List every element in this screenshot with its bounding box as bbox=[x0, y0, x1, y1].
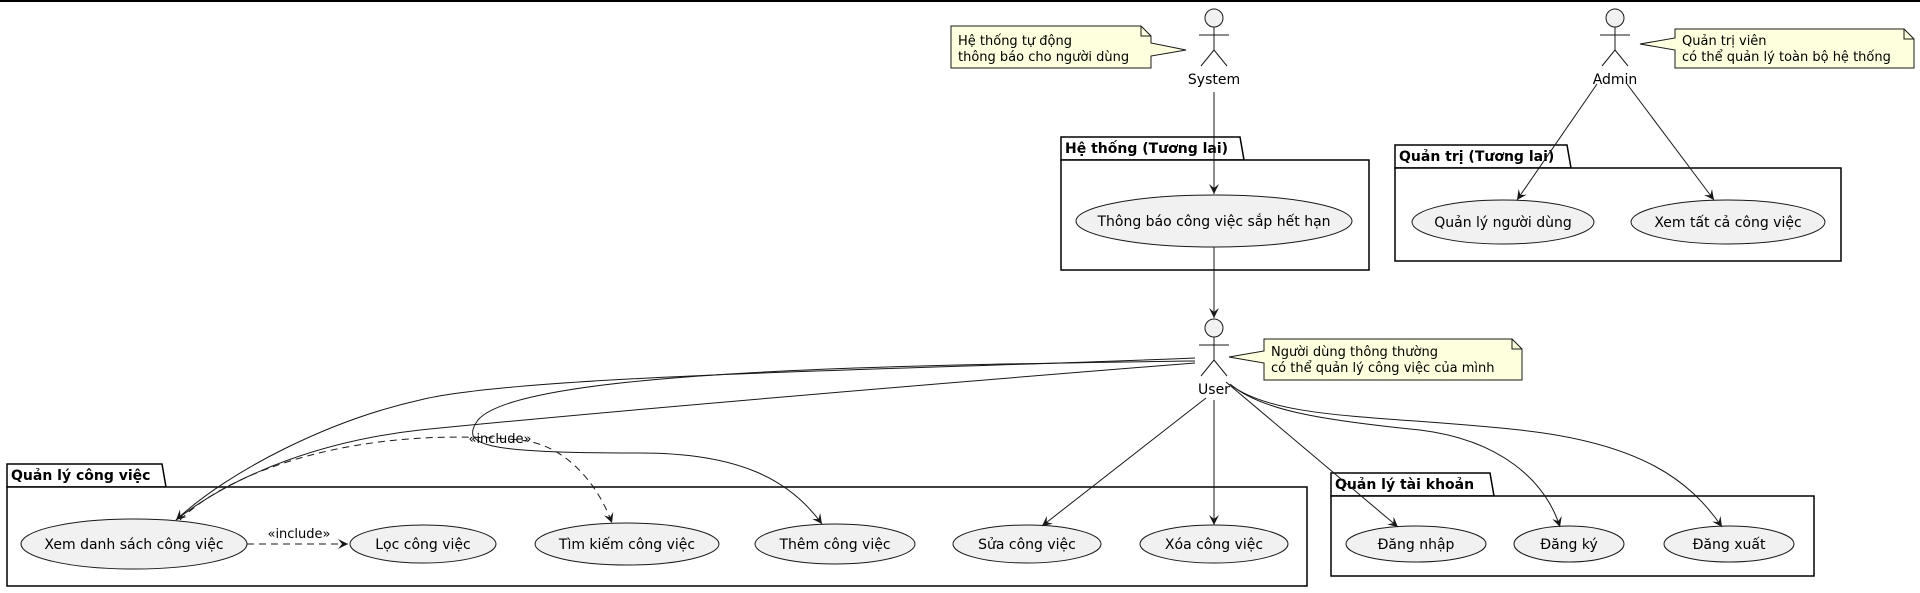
note-system: Hệ thống tự động thông báo cho người dùn… bbox=[950, 25, 1187, 69]
svg-text:thông báo cho người dùng: thông báo cho người dùng bbox=[958, 50, 1129, 65]
package-title: Hệ thống (Tương lai) bbox=[1065, 140, 1228, 157]
svg-text:Sửa công việc: Sửa công việc bbox=[978, 537, 1076, 553]
usecase-register: Đăng ký bbox=[1513, 525, 1625, 563]
usecase-filter-tasks: Lọc công việc bbox=[349, 524, 497, 564]
package-title: Quản trị (Tương lai) bbox=[1399, 149, 1554, 165]
actor-system bbox=[1199, 8, 1229, 67]
edge-user-edit-task bbox=[1041, 397, 1207, 527]
svg-text:có thể quản lý công việc của m: có thể quản lý công việc của mình bbox=[1271, 361, 1495, 376]
usecase-manage-users: Quản lý người dùng bbox=[1411, 199, 1595, 245]
svg-text:Người dùng thông thường: Người dùng thông thường bbox=[1271, 345, 1438, 360]
svg-text:Xóa công việc: Xóa công việc bbox=[1165, 537, 1263, 553]
svg-text:có thể quản lý toàn bộ hệ thốn: có thể quản lý toàn bộ hệ thống bbox=[1682, 50, 1891, 65]
svg-text:Tìm kiếm công việc: Tìm kiếm công việc bbox=[558, 536, 695, 553]
svg-text:Đăng xuất: Đăng xuất bbox=[1693, 537, 1766, 553]
usecase-edit-task: Sửa công việc bbox=[952, 524, 1102, 564]
edges bbox=[175, 83, 1723, 549]
edge-user-login bbox=[1225, 381, 1399, 528]
svg-text:Thông báo công việc sắp hết hạ: Thông báo công việc sắp hết hạn bbox=[1096, 213, 1330, 230]
actor-admin bbox=[1600, 8, 1630, 67]
svg-text:Quản lý người dùng: Quản lý người dùng bbox=[1434, 215, 1571, 231]
svg-text:Xem danh sách công việc: Xem danh sách công việc bbox=[44, 537, 223, 553]
svg-text:Lọc công việc: Lọc công việc bbox=[375, 537, 470, 553]
edge-user-view-list-2 bbox=[175, 362, 1196, 521]
edge-include-search bbox=[179, 436, 614, 524]
edge-user-add-task bbox=[472, 360, 1196, 525]
actor-admin-label: Admin bbox=[1593, 72, 1638, 88]
svg-text:Thêm công việc: Thêm công việc bbox=[778, 537, 890, 553]
svg-text:Xem tất cả công việc: Xem tất cả công việc bbox=[1654, 215, 1801, 231]
usecase-logout: Đăng xuất bbox=[1663, 525, 1795, 563]
package-title: Quản lý công việc bbox=[11, 468, 150, 484]
usecase-notify-deadline: Thông báo công việc sắp hết hạn bbox=[1075, 194, 1353, 248]
note-user: Người dùng thông thường có thể quản lý c… bbox=[1228, 338, 1523, 381]
svg-text:Đăng ký: Đăng ký bbox=[1540, 537, 1598, 553]
svg-text:Hệ thống tự động: Hệ thống tự động bbox=[958, 34, 1072, 49]
edge-user-logout bbox=[1231, 385, 1723, 528]
note-admin: Quản trị viên có thể quản lý toàn bộ hệ … bbox=[1639, 28, 1915, 69]
usecase-add-task: Thêm công việc bbox=[754, 523, 916, 565]
include-label-filter: «include» bbox=[267, 527, 330, 542]
edge-admin-view-all bbox=[1626, 83, 1715, 201]
actor-system-label: System bbox=[1188, 72, 1240, 88]
actor-user-label: User bbox=[1198, 382, 1230, 398]
svg-text:Đăng nhập: Đăng nhập bbox=[1378, 537, 1455, 553]
package-title: Quản lý tài khoản bbox=[1335, 477, 1474, 493]
edge-user-view-list-1 bbox=[175, 357, 1196, 521]
usecase-view-task-list: Xem danh sách công việc bbox=[20, 518, 248, 570]
actor-user bbox=[1199, 318, 1229, 377]
usecase-delete-task: Xóa công việc bbox=[1139, 524, 1289, 564]
usecase-view-all-tasks: Xem tất cả công việc bbox=[1630, 199, 1826, 245]
svg-text:Quản trị viên: Quản trị viên bbox=[1682, 34, 1767, 49]
include-label-search: «include» bbox=[468, 432, 531, 447]
usecase-login: Đăng nhập bbox=[1345, 525, 1487, 563]
edge-user-register bbox=[1229, 383, 1562, 528]
usecase-search-tasks: Tìm kiếm công việc bbox=[534, 522, 720, 566]
edge-admin-manage-users bbox=[1516, 83, 1598, 201]
